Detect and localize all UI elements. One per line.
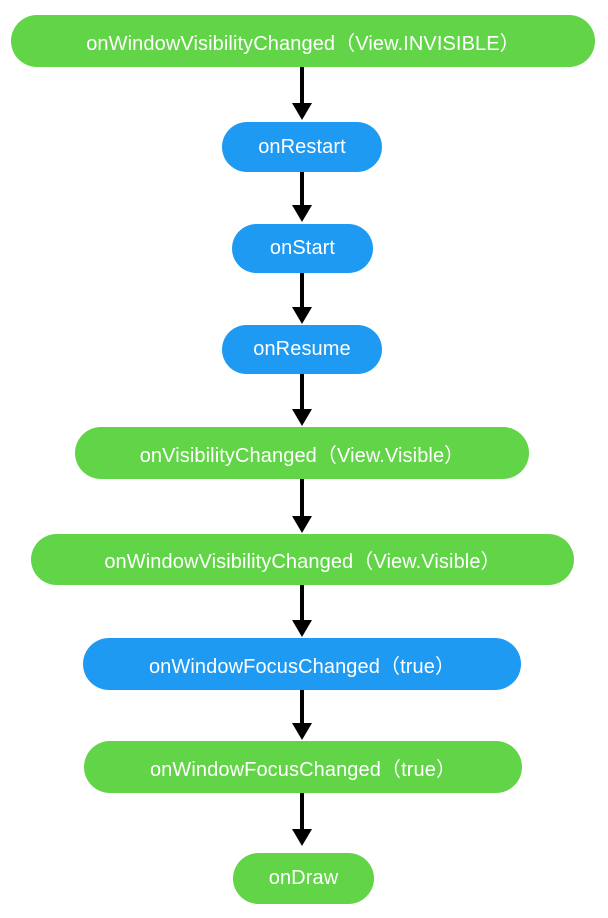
node-label: onWindowFocusChanged（true）: [148, 655, 456, 678]
arrow-down: [292, 585, 312, 637]
node-on-window-focus-changed-true-blue: onWindowFocusChanged（true）: [83, 638, 521, 690]
node-label: onResume: [253, 338, 351, 360]
arrow-down: [292, 690, 312, 740]
node-on-visibility-changed-visible: onVisibilityChanged（View.Visible）: [75, 427, 529, 479]
node-on-draw: onDraw: [233, 853, 374, 904]
node-on-restart: onRestart: [222, 122, 382, 172]
node-label: onWindowFocusChanged（true）: [149, 758, 457, 781]
node-label: onRestart: [258, 135, 346, 158]
node-on-window-focus-changed-true-green: onWindowFocusChanged（true）: [84, 741, 522, 793]
arrow-down: [292, 479, 312, 533]
node-label: onDraw: [268, 867, 339, 889]
node-label: onVisibilityChanged（View.Visible）: [139, 444, 465, 467]
arrow-down: [292, 374, 312, 426]
node-label: onWindowVisibilityChanged（View.INVISIBLE…: [86, 32, 520, 55]
arrow-down: [292, 172, 312, 222]
arrow-down: [292, 67, 312, 120]
node-on-start: onStart: [232, 224, 373, 273]
node-on-resume: onResume: [222, 325, 382, 374]
node-label: onWindowVisibilityChanged（View.Visible）: [104, 551, 501, 573]
node-label: onStart: [269, 237, 336, 259]
node-on-window-visibility-changed-visible: onWindowVisibilityChanged（View.Visible）: [31, 534, 574, 585]
arrow-down: [292, 793, 312, 846]
node-on-window-visibility-changed-invisible: onWindowVisibilityChanged（View.INVISIBLE…: [11, 15, 595, 67]
arrow-down: [292, 273, 312, 324]
